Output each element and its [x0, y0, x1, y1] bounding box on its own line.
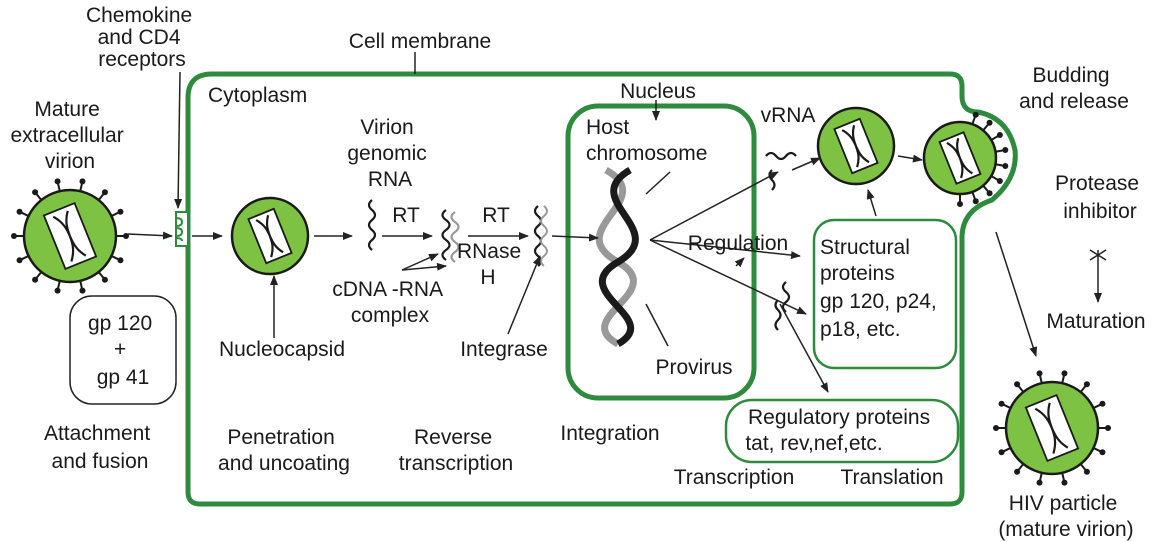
budding-virion-icon	[922, 111, 1009, 207]
mature-virion-label: Mature extracellular virion	[10, 98, 129, 173]
rnase-label: RNase H	[457, 240, 527, 289]
cdna-rna-icon	[441, 209, 460, 263]
assembling-core-icon	[816, 106, 896, 186]
structural-proteins-box	[812, 218, 958, 370]
dsdna-icon	[533, 205, 548, 267]
reverse-transcription-label: Reverse transcription	[399, 426, 513, 475]
vrna-icon-2	[768, 169, 776, 191]
nucleus-label: Nucleus	[620, 80, 696, 103]
cell-membrane-label: Cell membrane	[349, 30, 491, 53]
maturation-label: Maturation	[1046, 310, 1145, 333]
translation-label: Translation	[840, 466, 943, 489]
genomic-rna-icon	[367, 199, 377, 251]
penetration-label: Penetration and uncoating	[218, 426, 350, 475]
gp-label: gp 120 + gp 41	[88, 312, 158, 389]
receptors-label: Chemokine and CD4 receptors	[86, 4, 198, 71]
structural-proteins-label: Structural proteins gp 120, p24, p18, et…	[820, 236, 943, 341]
hiv-particle-label: HIV particle (mature virion)	[998, 492, 1133, 541]
vrna-label: vRNA	[761, 104, 816, 127]
mrna-icon-2	[774, 299, 782, 331]
mrna-icon	[781, 281, 791, 313]
transcription-label: Transcription	[674, 466, 795, 489]
attachment-label: Attachment and fusion	[44, 422, 156, 473]
integration-label: Integration	[560, 422, 659, 445]
cdna-complex-label: cDNA -RNA complex	[332, 278, 448, 327]
regulatory-proteins-label: Regulatory proteins tat, rev,nef,etc.	[745, 406, 936, 455]
protease-inhibitor-label: Protease inhibitor	[1055, 172, 1145, 223]
budding-label: Budding and release	[1019, 64, 1129, 113]
rt-label-1: RT	[392, 204, 420, 227]
provirus-label: Provirus	[655, 356, 732, 379]
gp-box	[69, 295, 177, 405]
host-chromosome-label: Host chromosome	[586, 116, 707, 165]
virion-rna-label: Virion genomic RNA	[347, 116, 432, 191]
cell-membrane	[185, 71, 1018, 507]
nucleocapsid-icon	[230, 196, 310, 276]
rt-label-2: RT	[482, 204, 510, 227]
regulatory-proteins-box	[724, 398, 960, 464]
vrna-icon	[765, 151, 797, 161]
nucleus	[565, 103, 757, 401]
host-chromosome-icon	[595, 166, 639, 348]
integrase-label: Integrase	[460, 338, 548, 361]
receptor-icon	[175, 211, 189, 247]
cytoplasm-label: Cytoplasm	[208, 84, 307, 107]
nucleocapsid-label: Nucleocapsid	[219, 338, 345, 361]
hiv-particle-icon	[993, 370, 1111, 486]
mature-virion-icon	[11, 178, 129, 294]
regulation-label: Regulation	[688, 232, 788, 255]
